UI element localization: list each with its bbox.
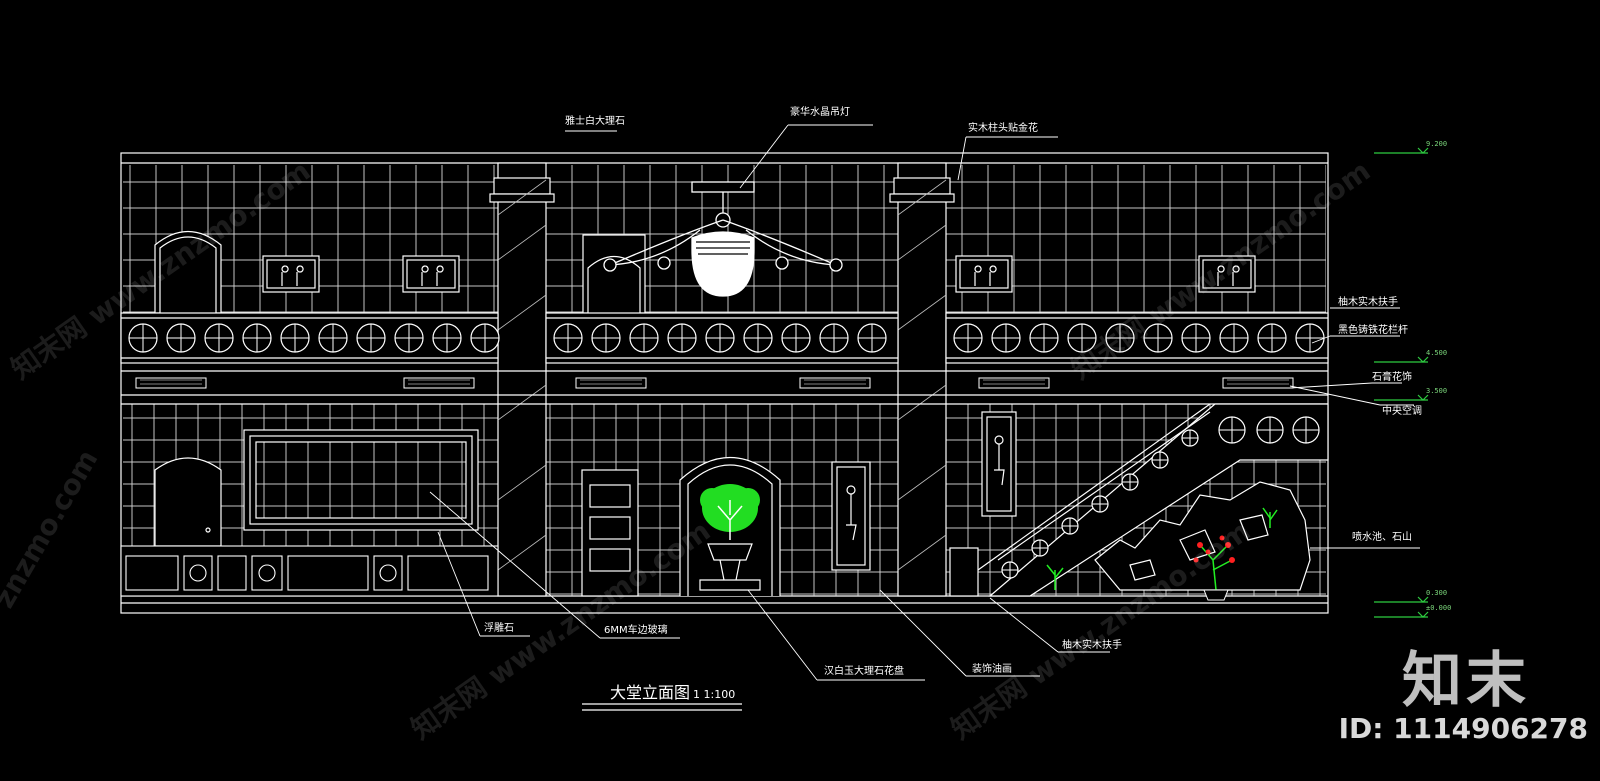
rosette-cross xyxy=(630,324,658,352)
rosette-cross xyxy=(281,324,309,352)
rosette-cross xyxy=(820,324,848,352)
callout-column-cap: 实木柱头贴金花 xyxy=(968,121,1038,134)
white-marble-planter xyxy=(699,484,761,591)
rosette-cross xyxy=(167,324,195,352)
level-0300: 0.300 xyxy=(1426,589,1447,597)
rosette-cross xyxy=(1122,474,1138,490)
rosette-cross xyxy=(1144,324,1172,352)
rosette-cross xyxy=(1002,562,1018,578)
rosette-cross xyxy=(954,324,982,352)
stone-dado-panels xyxy=(120,545,499,597)
image-id: ID: 1114906278 xyxy=(1338,712,1588,745)
callout-leaders xyxy=(429,124,1420,681)
rosette-cross xyxy=(1106,324,1134,352)
rosette-cross xyxy=(1068,324,1096,352)
rosette-cross xyxy=(1296,324,1324,352)
callout-painting: 装饰油画 xyxy=(972,662,1012,675)
rosette-cross xyxy=(668,324,696,352)
rosette-cross xyxy=(1293,417,1319,443)
rosette-cross xyxy=(554,324,582,352)
level-4500: 4.500 xyxy=(1426,349,1447,357)
column-left xyxy=(489,162,555,597)
callout-sandstone: 浮雕石 xyxy=(484,621,514,634)
rosette-cross xyxy=(1152,452,1168,468)
rosette-cross xyxy=(1182,324,1210,352)
level-markers xyxy=(1374,147,1429,618)
callout-marble-top: 雅士白大理石 xyxy=(565,114,625,127)
upper-niche xyxy=(582,234,646,314)
title-underline xyxy=(582,703,742,711)
rosette-cross xyxy=(992,324,1020,352)
level-9200: 9.200 xyxy=(1426,140,1447,148)
drawing-scale: 1 1:100 xyxy=(693,688,735,701)
column-right xyxy=(889,162,955,597)
rosette-cross xyxy=(1032,540,1048,556)
rosette-cross xyxy=(357,324,385,352)
etched-glass-panel xyxy=(243,429,479,531)
rosette-cross xyxy=(1062,518,1078,534)
red-flower-plant xyxy=(1046,507,1278,601)
lower-arched-door xyxy=(154,457,222,547)
railing-rosettes xyxy=(128,323,1325,353)
rosette-cross xyxy=(592,324,620,352)
crystal-chandelier xyxy=(603,181,843,297)
callout-central-ac: 中央空调 xyxy=(1382,404,1422,417)
rosette-cross xyxy=(395,324,423,352)
upper-arched-door xyxy=(154,231,222,314)
rosette-cross xyxy=(782,324,810,352)
callout-chandelier: 豪华水晶吊灯 xyxy=(790,105,850,118)
callout-handrail-lower: 柚木实木扶手 xyxy=(1062,638,1122,651)
callout-handrail-upper: 柚木实木扶手 xyxy=(1338,295,1398,308)
rosette-cross xyxy=(1257,417,1283,443)
rosette-cross xyxy=(471,324,499,352)
rosette-cross xyxy=(1258,324,1286,352)
callout-planter: 汉白玉大理石花盘 xyxy=(824,664,904,677)
rosette-cross xyxy=(706,324,734,352)
level-3500: 3.500 xyxy=(1426,387,1447,395)
ceiling-cornice xyxy=(121,370,1328,405)
rosette-cross xyxy=(433,324,461,352)
rosette-cross xyxy=(1092,496,1108,512)
level-0000: ±0.000 xyxy=(1426,604,1451,612)
rosette-cross xyxy=(858,324,886,352)
staircase xyxy=(949,403,1329,597)
callout-railing: 黑色铸铁花栏杆 xyxy=(1338,323,1408,336)
display-cabinet xyxy=(581,469,639,597)
stair-railing-rosettes xyxy=(1001,416,1320,579)
rosette-cross xyxy=(205,324,233,352)
znzmo-logo: 知末 xyxy=(1402,646,1530,716)
rosette-cross xyxy=(319,324,347,352)
decorative-oil-painting xyxy=(831,461,871,571)
rosette-cross xyxy=(243,324,271,352)
rosette-cross xyxy=(1220,324,1248,352)
rosette-cross xyxy=(1219,417,1245,443)
central-ac-vents xyxy=(135,377,1294,389)
rosette-cross xyxy=(129,324,157,352)
callout-plaster-molding: 石膏花饰 xyxy=(1372,370,1412,383)
rosette-cross xyxy=(1030,324,1058,352)
rosette-cross xyxy=(744,324,772,352)
drawing-title: 大堂立面图 xyxy=(610,683,690,702)
figure-painting-right xyxy=(981,411,1017,517)
callout-glass: 6MM车边玻璃 xyxy=(604,623,668,636)
framed-figure-art xyxy=(262,255,1256,293)
callout-fountain: 喷水池、石山 xyxy=(1352,530,1412,543)
watermark-site-5: znzmo.com xyxy=(0,444,104,613)
rosette-cross xyxy=(1182,430,1198,446)
